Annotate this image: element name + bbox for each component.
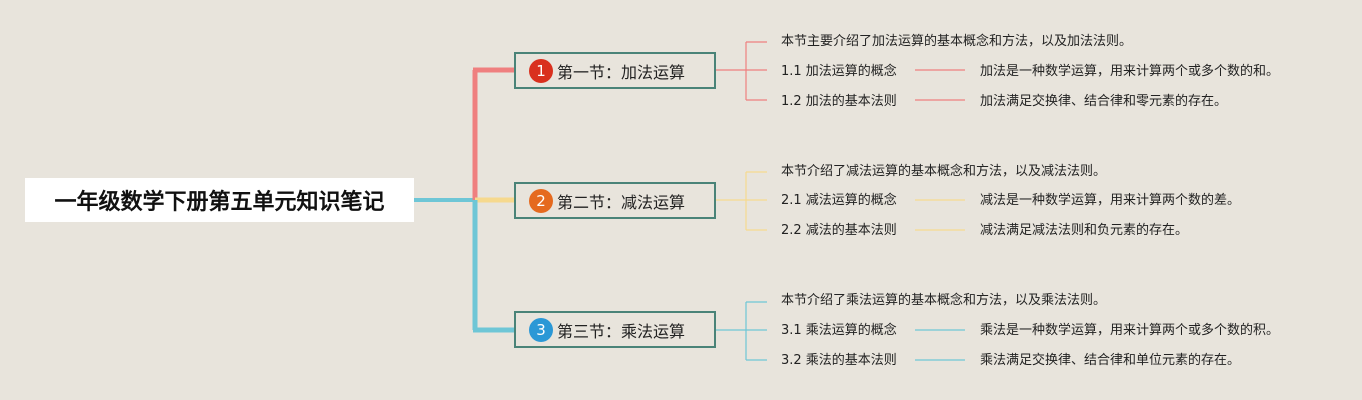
- section-node-1[interactable]: 1 第一节：加法运算: [514, 52, 716, 89]
- section-node-2[interactable]: 2 第二节：减法运算: [514, 182, 716, 219]
- section-number-badge: 2: [529, 188, 553, 213]
- subtopic-detail: 减法是一种数学运算，用来计算两个数的差。: [980, 193, 1241, 208]
- subtopic-detail: 乘法是一种数学运算，用来计算两个或多个数的积。: [980, 323, 1280, 338]
- section-summary: 本节介绍了乘法运算的基本概念和方法，以及乘法法则。: [781, 293, 1107, 308]
- subtopic-detail: 乘法满足交换律、结合律和单位元素的存在。: [980, 353, 1241, 368]
- subtopic-label: 3.2 乘法的基本法则: [781, 353, 897, 368]
- section-summary: 本节介绍了减法运算的基本概念和方法，以及减法法则。: [781, 164, 1107, 179]
- subtopic-label: 1.2 加法的基本法则: [781, 94, 897, 109]
- section-title: 第二节：减法运算: [557, 192, 686, 212]
- subtopic-label: 3.1 乘法运算的概念: [781, 323, 897, 338]
- subtopic-detail: 减法满足减法法则和负元素的存在。: [980, 223, 1189, 238]
- root-title: 一年级数学下册第五单元知识笔记: [54, 190, 385, 215]
- subtopic-label: 1.1 加法运算的概念: [781, 64, 897, 79]
- subtopic-label: 2.1 减法运算的概念: [781, 193, 897, 208]
- subtopic-detail: 加法满足交换律、结合律和零元素的存在。: [980, 94, 1228, 109]
- section-number-badge: 1: [529, 58, 553, 83]
- subtopic-detail: 加法是一种数学运算，用来计算两个或多个数的和。: [980, 64, 1280, 79]
- root-topic[interactable]: 一年级数学下册第五单元知识笔记: [25, 178, 414, 222]
- section-summary: 本节主要介绍了加法运算的基本概念和方法，以及加法法则。: [781, 34, 1133, 49]
- subtopic-label: 2.2 减法的基本法则: [781, 223, 897, 238]
- section-node-3[interactable]: 3 第三节：乘法运算: [514, 311, 716, 348]
- section-number-badge: 3: [529, 317, 553, 342]
- section-title: 第三节：乘法运算: [557, 321, 686, 341]
- section-title: 第一节：加法运算: [557, 62, 686, 82]
